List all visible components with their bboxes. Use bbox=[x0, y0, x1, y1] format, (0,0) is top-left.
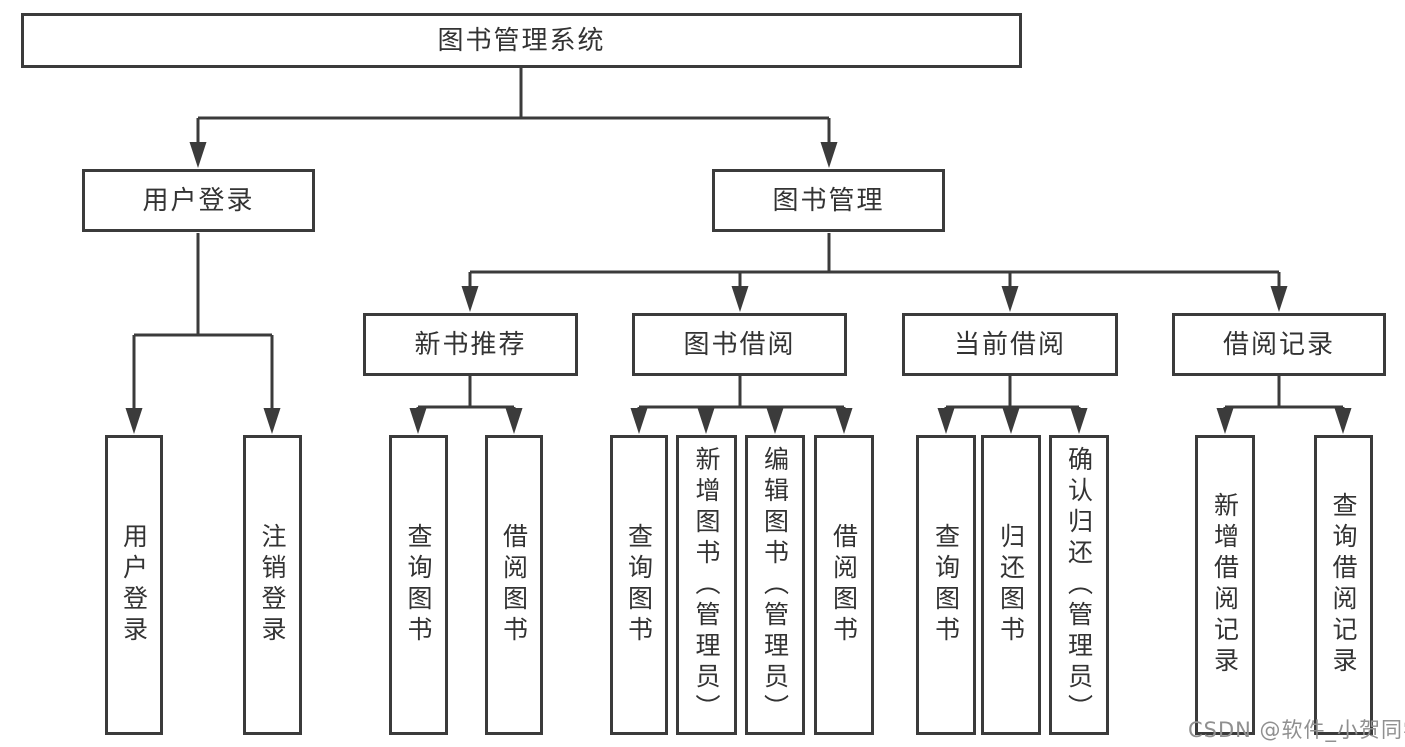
node-user-login: 用户登录 bbox=[82, 169, 315, 232]
node-label: 当前借阅 bbox=[953, 329, 1066, 360]
leaf-add-book-admin: 新增图书（管理员） bbox=[676, 435, 737, 735]
leaf-borrow-books-recommend: 借阅图书 bbox=[485, 435, 543, 735]
node-label: 归还图书 bbox=[996, 523, 1026, 647]
node-label: 编辑图书（管理员） bbox=[760, 445, 790, 725]
watermark: CSDN @软件_小贺同学 bbox=[1188, 718, 1405, 742]
node-label: 图书管理系统 bbox=[437, 25, 606, 56]
leaf-query-books-current: 查询图书 bbox=[916, 435, 976, 735]
node-current-borrow: 当前借阅 bbox=[902, 313, 1118, 376]
leaf-logout: 注销登录 bbox=[243, 435, 302, 735]
leaf-query-borrow-record: 查询借阅记录 bbox=[1314, 435, 1373, 735]
node-label: 图书管理 bbox=[772, 185, 885, 216]
leaf-confirm-return-admin: 确认归还（管理员） bbox=[1049, 435, 1109, 735]
node-label: 用户登录 bbox=[119, 523, 149, 647]
leaf-borrow-books: 借阅图书 bbox=[814, 435, 874, 735]
leaf-user-login: 用户登录 bbox=[105, 435, 163, 735]
node-label: 借阅记录 bbox=[1222, 329, 1335, 360]
node-label: 新增图书（管理员） bbox=[692, 445, 721, 725]
node-borrow-records: 借阅记录 bbox=[1172, 313, 1386, 376]
node-label: 确认归还（管理员） bbox=[1064, 445, 1094, 725]
node-label: 查询借阅记录 bbox=[1329, 492, 1358, 678]
node-label: 新书推荐 bbox=[414, 329, 527, 360]
leaf-add-borrow-record: 新增借阅记录 bbox=[1195, 435, 1255, 735]
node-label: 查询图书 bbox=[931, 523, 961, 647]
node-label: 借阅图书 bbox=[499, 523, 529, 647]
node-label: 注销登录 bbox=[258, 523, 287, 647]
node-library-management-system: 图书管理系统 bbox=[21, 13, 1022, 68]
leaf-edit-book-admin: 编辑图书（管理员） bbox=[745, 435, 805, 735]
node-label: 用户登录 bbox=[142, 185, 255, 216]
leaf-return-book: 归还图书 bbox=[981, 435, 1041, 735]
node-label: 查询图书 bbox=[624, 523, 654, 647]
node-label: 查询图书 bbox=[404, 523, 433, 647]
node-label: 借阅图书 bbox=[829, 523, 859, 647]
node-book-management: 图书管理 bbox=[712, 169, 945, 232]
leaf-query-books-borrow: 查询图书 bbox=[610, 435, 668, 735]
node-label: 图书借阅 bbox=[683, 329, 796, 360]
leaf-query-books-recommend: 查询图书 bbox=[389, 435, 448, 735]
node-new-book-recommend: 新书推荐 bbox=[363, 313, 578, 376]
node-book-borrow: 图书借阅 bbox=[632, 313, 847, 376]
node-label: 新增借阅记录 bbox=[1210, 492, 1240, 678]
